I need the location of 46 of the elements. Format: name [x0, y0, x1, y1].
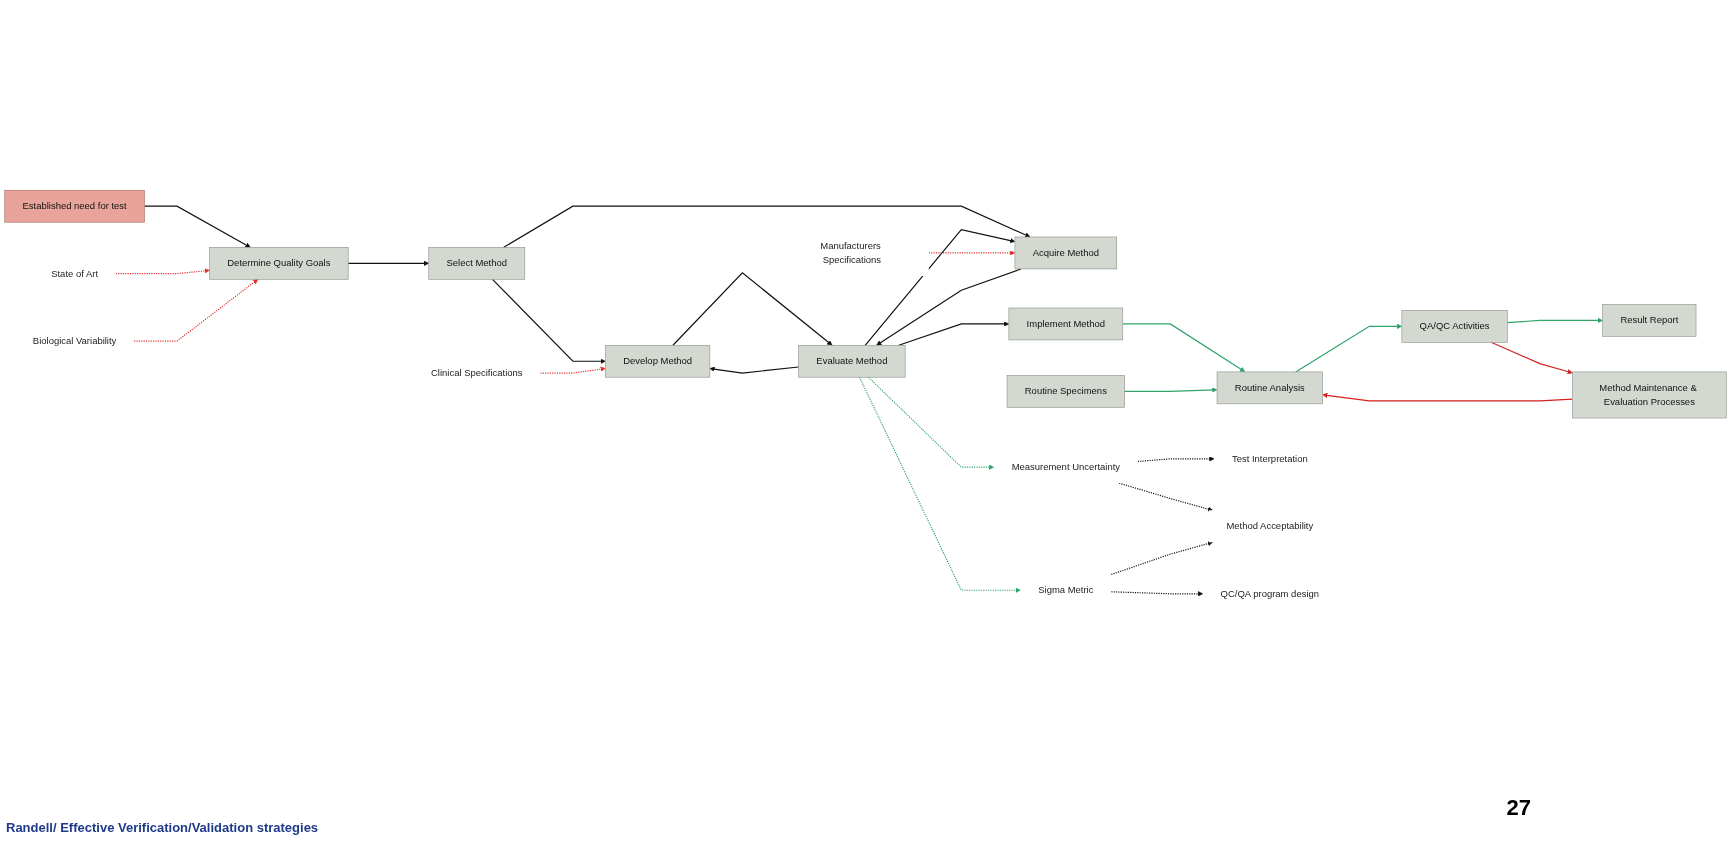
- arrow: [867, 376, 995, 470]
- node-text: QC/QA program design: [1220, 588, 1320, 599]
- arrow: [858, 376, 1021, 593]
- arrow: [1137, 456, 1215, 463]
- arrow: [1118, 482, 1213, 512]
- arrow: [539, 366, 606, 374]
- node-text: Method Acceptability: [1226, 521, 1314, 532]
- arrow: [115, 268, 210, 275]
- node-text: Manufacturers Specifications: [820, 240, 882, 265]
- node-box: QA/QC Activities: [1401, 310, 1508, 343]
- node-box: Routine Analysis: [1216, 371, 1323, 405]
- arrow: [133, 279, 259, 342]
- arrow: [1322, 392, 1573, 402]
- node-text: Sigma Metric: [1038, 584, 1094, 595]
- arrow: [709, 366, 800, 374]
- node-box: Implement Method: [1008, 307, 1124, 341]
- node-text: Test Interpretation: [1231, 453, 1308, 464]
- arrow: [898, 321, 1010, 346]
- arrow: [1124, 387, 1218, 393]
- arrow: [503, 205, 1031, 248]
- page-number: 27: [1506, 795, 1531, 821]
- arrow: [864, 228, 1016, 346]
- arrow: [1506, 317, 1603, 324]
- footer-text: Randell/ Effective Verification/Validation strategies: [6, 820, 319, 835]
- arrow: [1110, 541, 1213, 576]
- node-box: Routine Specimens: [1006, 375, 1125, 408]
- node-box: Result Report: [1602, 304, 1697, 337]
- arrow: [672, 272, 833, 346]
- arrow: [1122, 323, 1246, 373]
- node-box: Acquire Method: [1014, 236, 1118, 270]
- arrow: [491, 278, 606, 364]
- node-text: Biological Variability: [32, 335, 117, 346]
- node-text: Clinical Specifications: [431, 367, 523, 378]
- node-box: Determine Quality Goals: [209, 247, 349, 280]
- arrow: [1295, 323, 1403, 373]
- node-box: Develop Method: [605, 344, 711, 378]
- node-text: Measurement Uncertainty: [1011, 461, 1121, 472]
- node-box: Evaluate Method: [798, 344, 906, 378]
- arrow: [143, 205, 251, 248]
- node-box: Method Maintenance & Evaluation Processes: [1572, 371, 1727, 419]
- node-box: Select Method: [428, 247, 526, 280]
- arrow: [1110, 591, 1204, 597]
- arrow: [928, 250, 1016, 256]
- node-text: State of Art: [51, 268, 99, 279]
- node-box: Established need for test: [4, 189, 145, 223]
- arrow: [347, 260, 429, 266]
